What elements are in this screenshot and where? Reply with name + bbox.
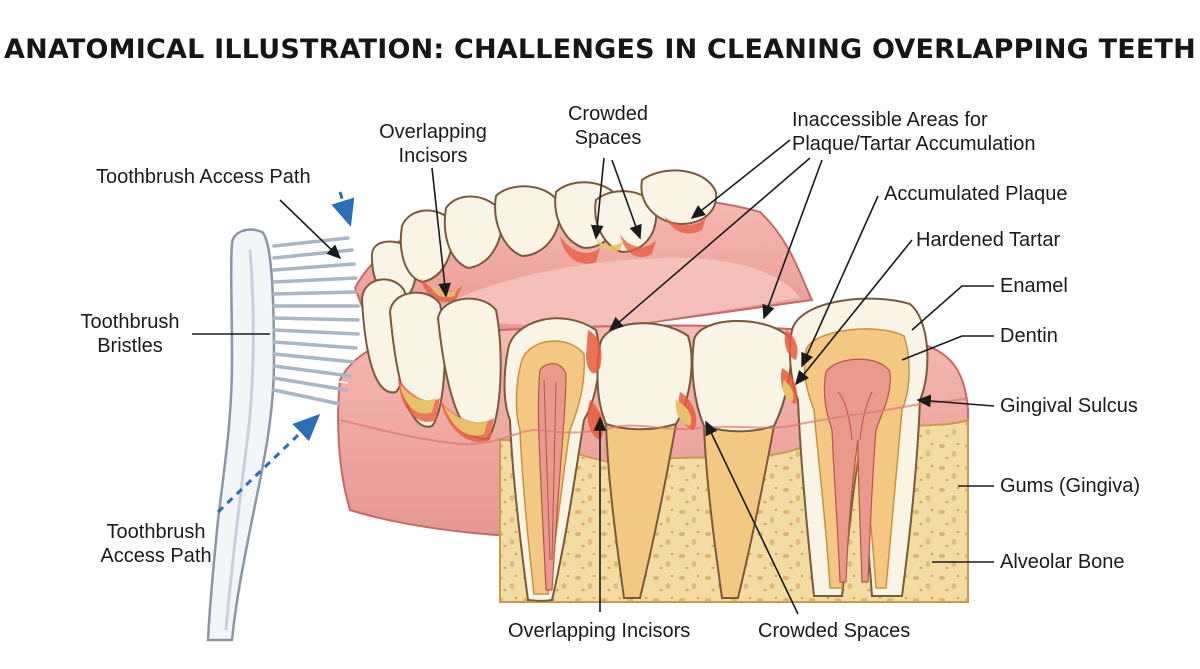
leader-brush-path-top — [279, 199, 342, 260]
leader-enamel — [911, 285, 994, 331]
label-overlap-top-line2: Incisors — [398, 145, 468, 167]
label-bristles-line1: Toothbrush — [80, 311, 180, 333]
leader-plaque — [801, 195, 879, 368]
label-brush-path-top: Toothbrush Access Path — [96, 166, 311, 188]
leader-tartar — [794, 239, 913, 386]
label-dentin: Dentin — [1000, 325, 1058, 347]
tooth-cross-section-1 — [503, 317, 601, 602]
label-crowded-top: Crowded Spaces — [556, 102, 660, 150]
label-brush-path-bottom-line2: Access Path — [100, 545, 212, 567]
leader-inaccessible-b — [608, 157, 811, 332]
access-arrow-bottom — [216, 413, 321, 514]
leader-lines — [192, 139, 995, 615]
label-tartar: Hardened Tartar — [916, 229, 1061, 251]
label-plaque: Accumulated Plaque — [884, 183, 1068, 205]
label-enamel: Enamel — [1000, 275, 1068, 297]
upper-tooth — [443, 195, 504, 270]
incisor — [436, 297, 502, 440]
leader-crowded-top-b — [611, 159, 642, 240]
interproximal-tartar — [675, 380, 794, 426]
upper-tartar — [430, 238, 624, 298]
toothbrush-icon — [206, 228, 360, 642]
label-crowded-top-line2: Spaces — [574, 127, 642, 149]
label-inaccessible-line1: Inaccessible Areas for — [792, 109, 988, 131]
label-bristles-line2: Bristles — [97, 335, 163, 357]
upper-tooth — [494, 185, 562, 258]
label-brush-path-bottom-line1: Toothbrush — [106, 521, 206, 543]
leader-crowded-top-a — [590, 157, 605, 240]
front-tartar — [400, 384, 488, 436]
leader-inaccessible-a — [690, 139, 791, 219]
label-brush-path-bottom: Toothbrush Access Path — [88, 520, 224, 568]
leader-dentin — [901, 335, 994, 361]
leader-overlap-top — [431, 167, 451, 298]
tooth-2 — [596, 322, 693, 599]
leader-inaccessible-c — [762, 159, 823, 320]
gingival-margin — [339, 397, 969, 446]
label-inaccessible-line2: Plaque/Tartar Accumulation — [792, 133, 1036, 155]
label-crowded-top-line1: Crowded — [567, 103, 649, 125]
leader-crowded-bottom — [705, 420, 799, 615]
molar-cross-section — [789, 297, 929, 597]
tooth-3 — [691, 320, 793, 599]
page-title: ANATOMICAL ILLUSTRATION: CHALLENGES IN C… — [4, 34, 1196, 65]
label-bristles: Toothbrush Bristles — [68, 310, 192, 358]
upper-tooth — [399, 209, 454, 284]
label-overlap-top-line1: Overlapping — [379, 121, 487, 143]
access-arrow-top — [331, 191, 355, 227]
toothbrush-handle — [206, 228, 276, 642]
access-arrow-icon — [216, 191, 355, 514]
label-inaccessible: Inaccessible Areas for Plaque/Tartar Acc… — [792, 108, 1035, 156]
label-crowded-bottom: Crowded Spaces — [758, 620, 911, 642]
palate — [420, 257, 800, 330]
label-bone: Alveolar Bone — [1000, 551, 1125, 573]
label-overlap-top: Overlapping Incisors — [366, 120, 500, 168]
label-sulcus: Gingival Sulcus — [1000, 395, 1138, 417]
label-gums: Gums (Gingiva) — [1000, 475, 1141, 497]
leader-sulcus — [916, 394, 995, 408]
label-overlap-bottom: Overlapping Incisors — [508, 620, 691, 642]
